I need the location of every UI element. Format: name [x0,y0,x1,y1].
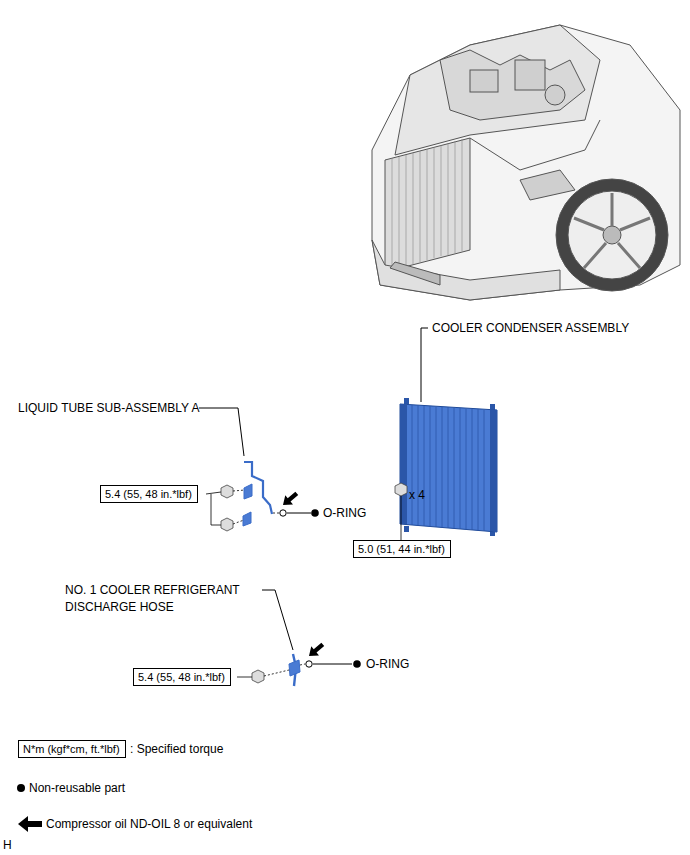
o-ring-symbol [280,510,286,516]
bolt-symbol [395,483,407,541]
part-name: COOLER CONDENSER ASSEMBLY [432,321,629,336]
torque-value: N*m (kgf*cm, ft.*lbf) [23,742,120,756]
legend-text: Compressor oil ND-OIL 8 or equivalent [46,817,252,832]
bolt-symbol [221,485,233,531]
torque-box: 5.4 (55, 48 in.*lbf) [100,485,198,503]
legend-text: : Specified torque [130,742,223,757]
non-reusable-dot [311,509,319,517]
legend-text: Non-reusable part [29,781,125,796]
part-name: NO. 1 COOLER REFRIGERANT DISCHARGE HOSE [65,582,255,616]
legend-dot-sample [17,784,25,792]
part-name: O-RING [323,506,366,521]
oil-arrow [305,640,327,661]
liquid-tube-drawing [243,462,272,526]
o-ring-symbol [306,661,312,667]
torque-box: 5.4 (55, 48 in.*lbf) [133,668,231,686]
condenser-drawing [400,398,497,536]
torque-value: 5.4 (55, 48 in.*lbf) [105,487,192,501]
torque-legend-box: N*m (kgf*cm, ft.*lbf) [18,740,126,758]
legend-arrow-sample [18,816,42,832]
vehicle-illustration [372,25,680,300]
discharge-hose-drawing [289,654,300,686]
oil-arrow [279,489,301,510]
part-name: LIQUID TUBE SUB-ASSEMBLY A [18,401,199,416]
quantity-note: x 4 [409,488,425,503]
part-name: O-RING [366,657,409,672]
non-reusable-dot [353,660,361,668]
bolt-symbol [252,670,264,683]
torque-value: 5.4 (55, 48 in.*lbf) [138,670,225,684]
torque-value: 5.0 (51, 44 in.*lbf) [358,542,445,556]
figure-code: H [3,838,12,853]
torque-box: 5.0 (51, 44 in.*lbf) [353,540,451,558]
